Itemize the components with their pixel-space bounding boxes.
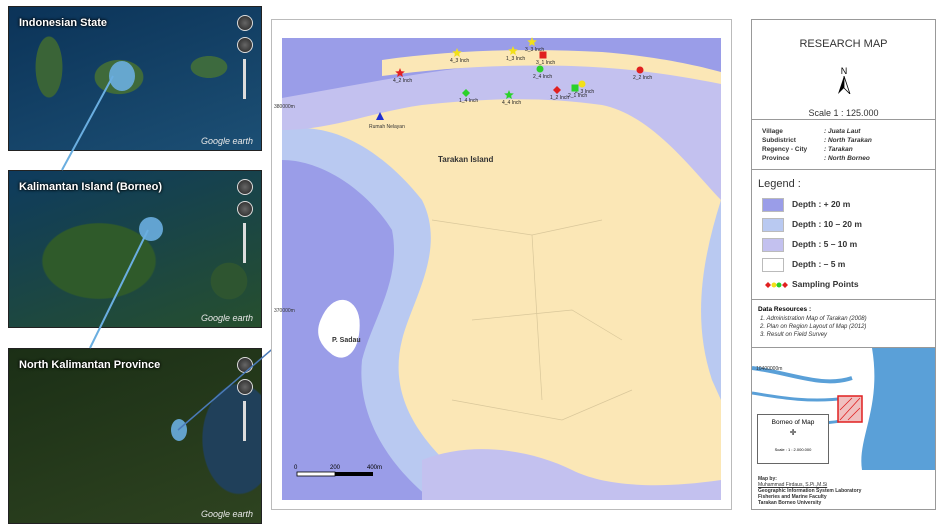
legend-item-depth-5: Depth : – 5 m (762, 258, 932, 272)
legend-item-sampling: Sampling Points (762, 278, 932, 292)
google-earth-logo: Google earth (200, 136, 253, 146)
sampling-point-label: 1_3 Inch (506, 56, 525, 62)
sea-south (422, 449, 721, 500)
svg-text:400m: 400m (367, 465, 382, 471)
panel-kalimantan: Kalimantan Island (Borneo) Google earth (8, 170, 262, 328)
sampling-point-label: 2_3 Inch (575, 89, 594, 95)
district-boundaries (431, 219, 633, 421)
credit-block: Map by: Muhammad Firdaus, S.Pi.,M.Si Geo… (758, 476, 862, 506)
panel-indonesia: Indonesian State Google earth (8, 6, 262, 151)
sampling-point[interactable] (395, 68, 405, 77)
sampling-point[interactable] (452, 48, 462, 57)
sampling-point-label: 3_3 Inch (525, 47, 544, 53)
sampling-point[interactable] (508, 46, 518, 55)
sampling-point[interactable] (578, 80, 586, 88)
sea-east (701, 200, 721, 400)
info-section: Village: Juata Laut Subdistrict: North T… (752, 120, 935, 170)
rumah-label: Rumah Nelayan (369, 124, 405, 130)
fisherman-house-icon[interactable] (376, 112, 384, 120)
sampling-point-label: 2_4 Inch (533, 74, 552, 80)
svg-text:0: 0 (294, 465, 298, 471)
coord-label-top: 380000m (274, 104, 295, 110)
sampling-point[interactable] (553, 86, 561, 94)
scale-text: Scale 1 : 125.000 (808, 108, 879, 118)
navigation-controls[interactable] (237, 179, 253, 263)
sampling-point[interactable] (527, 37, 537, 46)
panel-title: Kalimantan Island (Borneo) (19, 181, 163, 193)
satellite-image (9, 349, 261, 523)
title-section: RESEARCH MAP N Scale 1 : 125.000 (752, 20, 935, 120)
sampling-point-label: 2_2 Inch (633, 75, 652, 81)
sadau-label: P. Sadau (332, 337, 361, 344)
sampling-point-label: 1_2 Inch (550, 95, 569, 101)
navigation-controls[interactable] (237, 15, 253, 99)
panel-title: North Kalimantan Province (19, 359, 161, 371)
legend-panel: RESEARCH MAP N Scale 1 : 125.000 Village… (751, 19, 936, 510)
google-earth-logo: Google earth (200, 509, 253, 519)
satellite-image (9, 7, 261, 150)
legend-item-depth-5-10: Depth : 5 – 10 m (762, 238, 932, 252)
sea-north-shallow (282, 38, 721, 200)
sampling-point-label: 4_3 Inch (450, 58, 469, 64)
coord-label-mid: 370000m (274, 308, 295, 314)
legend-section: Legend : Depth : + 20 m Depth : 10 – 20 … (752, 170, 935, 300)
sampling-point-label: 2_1 Inch (568, 93, 587, 99)
legend-item-depth-10-20: Depth : 10 – 20 m (762, 218, 932, 232)
research-map-frame: 380000m 370000m Tarakan Island P. Sadau … (271, 19, 732, 510)
svg-text:10400000m: 10400000m (756, 366, 782, 372)
sampling-symbols-icon (765, 282, 788, 288)
panel-north-kalimantan: North Kalimantan Province Google earth (8, 348, 262, 524)
location-marker (139, 217, 163, 241)
navigation-controls[interactable] (237, 357, 253, 441)
legend-item-depth-20: Depth : + 20 m (762, 198, 932, 212)
google-earth-logo: Google earth (200, 313, 253, 323)
resources-section: Data Resources : 1. Administration Map o… (752, 300, 935, 348)
location-marker (109, 61, 135, 91)
sadau-island (317, 298, 361, 359)
borneo-locator: Borneo of Map ✛ Scale : 1 : 2.000.000 (757, 414, 829, 464)
sampling-point[interactable] (636, 66, 644, 74)
research-map-title: RESEARCH MAP (799, 38, 888, 50)
svg-text:200: 200 (330, 465, 341, 471)
sampling-point[interactable] (536, 65, 544, 73)
sampling-point[interactable] (462, 89, 470, 97)
borneo-inset-map: 10400000m Borneo of Map ✛ Scale : 1 : 2.… (752, 348, 935, 470)
sampling-point[interactable] (504, 90, 514, 99)
island-label: Tarakan Island (438, 155, 494, 164)
panel-title: Indonesian State (19, 17, 108, 29)
sampling-point[interactable] (571, 84, 579, 92)
sampling-point-label: 4_4 Inch (502, 100, 521, 106)
research-map[interactable]: 380000m 370000m Tarakan Island P. Sadau … (272, 20, 731, 509)
north-arrow-icon: N (834, 66, 854, 96)
sampling-point-label: 4_2 Inch (393, 78, 412, 84)
sampling-point-label: 3_1 Inch (536, 60, 555, 66)
sampling-point[interactable] (539, 51, 547, 59)
location-marker (171, 419, 187, 441)
coastal-strip (382, 50, 721, 84)
sampling-point-label: 1_4 Inch (459, 98, 478, 104)
legend-title: Legend : (758, 178, 801, 190)
scale-bar: 0 200 400m (294, 465, 382, 477)
satellite-image (9, 171, 261, 327)
